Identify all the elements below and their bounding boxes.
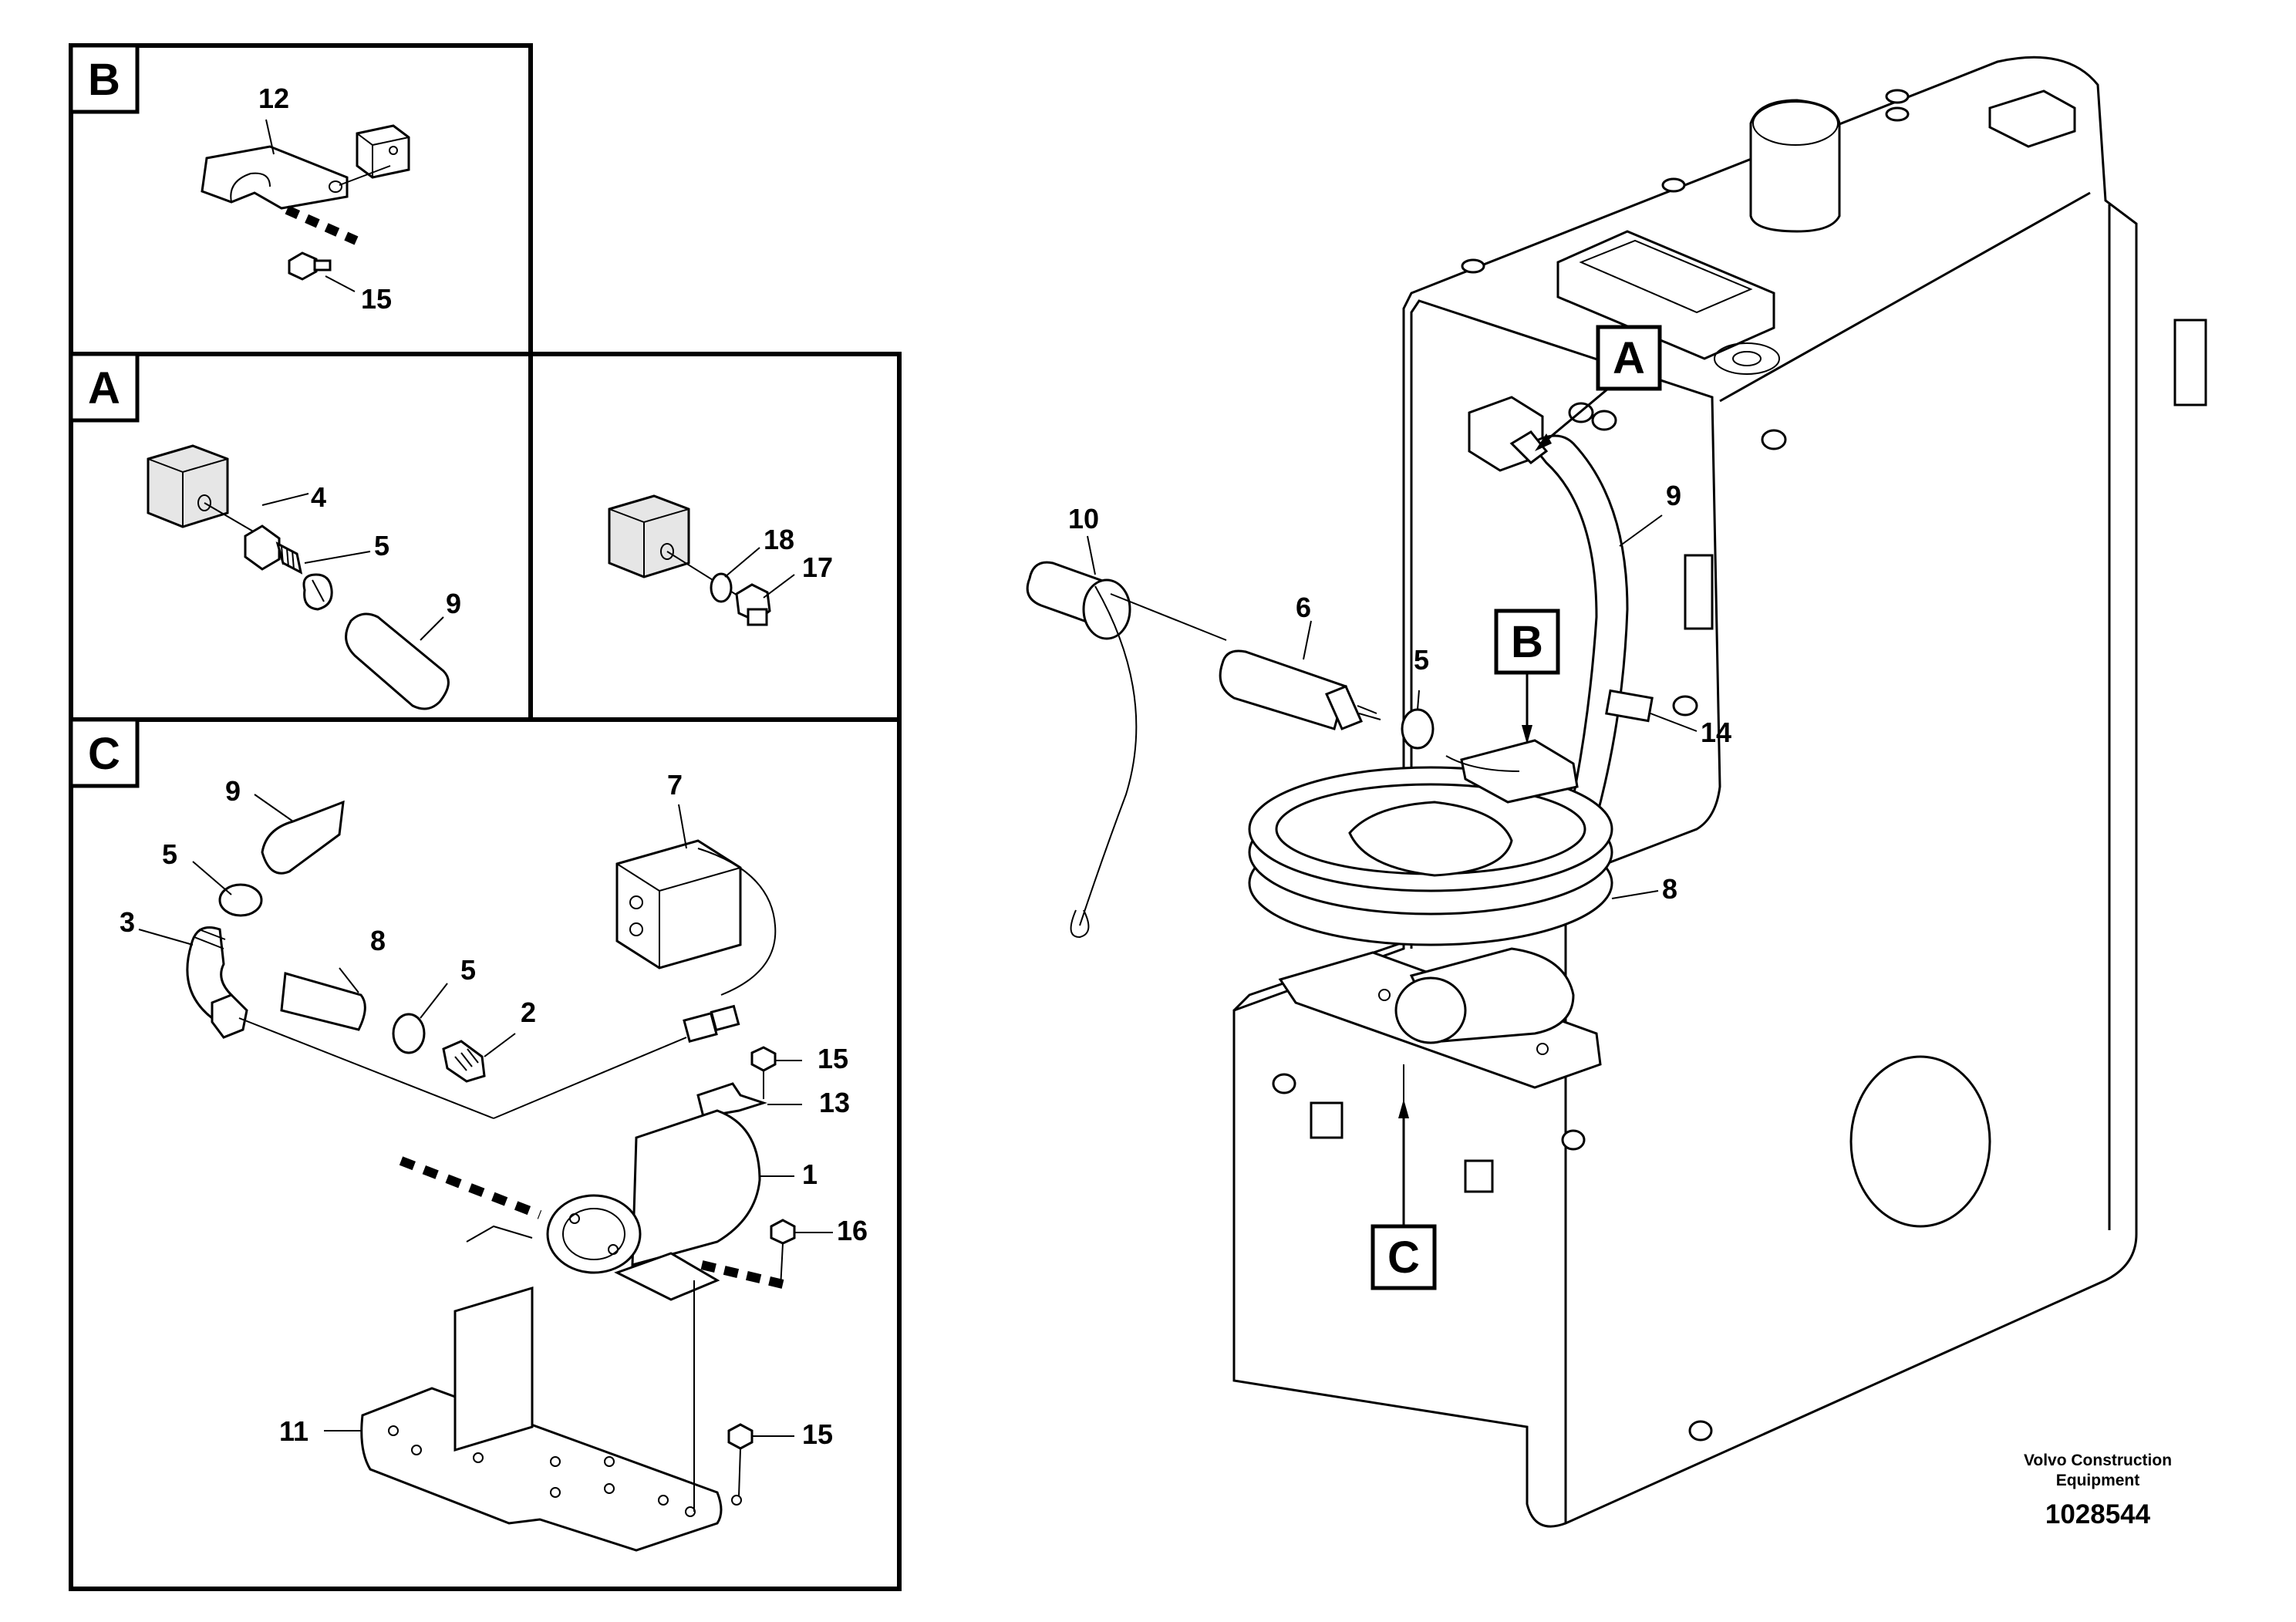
clamp-5-overview [1401,690,1435,750]
part-label: 9 [446,588,461,619]
part-label: 17 [802,551,833,583]
panel-a-content [147,444,450,710]
hydraulic-tank [1232,56,2207,1528]
document-number: 1028544 [2045,1499,2151,1529]
part-label: 2 [521,996,536,1028]
svg-text:A: A [1613,333,1645,383]
part-label: 5 [460,954,476,986]
svg-text:B: B [1511,617,1543,667]
bolt-15-b [288,251,332,281]
connector-b [1445,739,1579,804]
part-label: 18 [764,524,794,555]
part-label: 6 [1296,592,1311,623]
panel-c-tag: C [69,717,140,788]
part-label: 15 [818,1043,848,1074]
part-label: 9 [1666,480,1681,511]
panel-b-tag: B [69,43,140,114]
svg-text:C: C [88,729,120,779]
cap-10 [1026,535,1227,939]
part-label: 1 [802,1158,818,1190]
part-label: 5 [374,530,389,561]
part-label: 8 [1662,873,1677,905]
callout-tag-c: C [1371,1099,1437,1290]
plug-panel-content [608,494,795,626]
part-label: 8 [370,925,386,956]
part-label: 13 [819,1087,850,1118]
part-label: 3 [120,906,135,938]
panel-b-content [201,119,410,292]
part-label: 11 [279,1415,308,1447]
callout-tag-a: A [1535,325,1662,451]
detail-panel-a [69,352,533,722]
part-label: 14 [1701,717,1731,748]
part-label: 12 [258,83,289,114]
part-label: 15 [361,283,392,315]
panel-a-tag: A [69,352,140,423]
svg-text:Equipment: Equipment [2056,1472,2140,1489]
pump-assembly [1278,947,1602,1118]
part-label: 5 [1414,644,1429,676]
part-label: 9 [225,775,241,807]
part-label: 16 [837,1215,868,1246]
hose-6 [1219,620,1381,730]
part-label: 10 [1068,503,1099,534]
svg-text:Volvo Construction: Volvo Construction [2024,1452,2172,1469]
svg-text:A: A [88,363,120,413]
svg-text:B: B [88,55,120,105]
part-label: 4 [311,481,326,513]
panel-c-content [138,794,833,1552]
svg-text:C: C [1387,1233,1420,1283]
detail-panel-c [69,717,902,1591]
part-label: 15 [802,1418,833,1450]
detail-panel-plug [528,352,902,722]
hose-9 [1509,430,1698,835]
part-label: 5 [162,838,177,870]
part-label: 7 [667,769,683,801]
footer-brand: Volvo Construction Equipment 1028544 [2024,1452,2172,1529]
callout-tag-b: B [1494,609,1560,744]
